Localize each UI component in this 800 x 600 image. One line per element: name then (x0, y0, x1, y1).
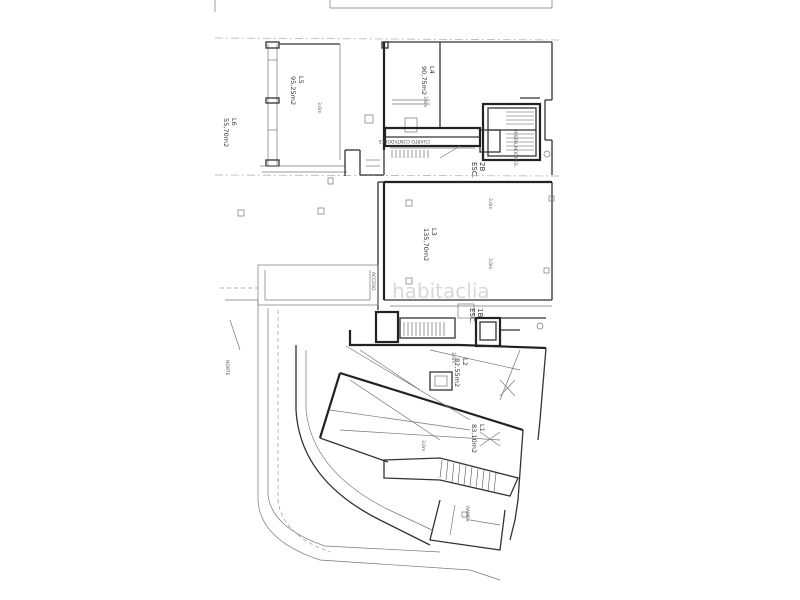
unit-area-l1: 83,10m2 (470, 424, 478, 453)
unit-area-l4: 90,75m2 (420, 66, 428, 95)
stair-label-esc1: ESC. 1B (468, 308, 484, 324)
unit-name-l2: L2 (461, 358, 469, 366)
height-tag-l3a: 3,0m (487, 198, 493, 210)
label-rampa: RAMPA (464, 506, 470, 522)
unit-label-l5: L5 95,25m2 (289, 76, 305, 105)
unit-label-l2: L2 82,55m2 (453, 358, 469, 387)
small-annotations: CUARTO CONTADORES INSTALACIONES ACCESO R… (224, 130, 518, 522)
unit-name-l5: L5 (297, 76, 305, 84)
unit-label-l4: L4 90,75m2 (420, 66, 436, 95)
unit-l6-l5-block (260, 41, 360, 185)
height-tag-l2: 3,0m (450, 352, 456, 364)
watermark-text: habitaclia (392, 279, 490, 303)
annex-left (220, 207, 379, 351)
height-tag-l5: 3,0m (316, 102, 322, 114)
unit-name-l4: L4 (428, 66, 436, 74)
label-instalaciones: INSTALACIONES (512, 130, 518, 166)
corridor-strip-top (359, 126, 482, 176)
stair-esc2-label: ESC. (470, 162, 478, 178)
unit-label-l3: L3 135,70m2 (422, 228, 438, 261)
stair-label-esc2: ESC. 2B (470, 162, 486, 178)
curved-ramp (257, 300, 501, 581)
unit-area-l6: 55,70m2 (222, 118, 230, 147)
unit-label-l1: L1 83,10m2 (470, 424, 486, 453)
stair-core-bottom (383, 457, 519, 551)
unit-name-l3: L3 (430, 228, 438, 236)
unit-area-l3: 135,70m2 (422, 228, 430, 261)
unit-l1-block (318, 372, 524, 541)
height-tag-l1: 3,0m (420, 440, 426, 452)
height-tag-l3b: 3,0m (487, 258, 493, 270)
label-north: NORTE (224, 360, 230, 375)
label-cuarto-contadores: CUARTO CONTADORES (378, 138, 430, 144)
unit-l4-block (364, 41, 553, 175)
unit-area-l2: 82,55m2 (453, 358, 461, 387)
top-boundary (214, 0, 561, 177)
stair-esc1-sub: 1B (476, 308, 484, 317)
unit-label-l6: L6 55,70m2 (222, 118, 238, 147)
label-acceso: ACCESO (370, 272, 376, 291)
unit-l3-block (377, 180, 555, 310)
unit-l2-block (339, 330, 547, 441)
stair-esc2-sub: 2B (478, 162, 486, 171)
unit-name-l6: L6 (230, 118, 238, 126)
height-tag-l4: 3,0m (422, 96, 428, 108)
stair-core-top (479, 97, 551, 162)
stair-core-mid (374, 303, 546, 348)
unit-area-l5: 95,25m2 (289, 76, 297, 105)
unit-name-l1: L1 (478, 424, 486, 432)
height-tags: 3,0m 3,0m 3,0m 3,0m 3,0m 3,0m (316, 96, 493, 452)
stair-esc1-label: ESC. (468, 308, 476, 324)
